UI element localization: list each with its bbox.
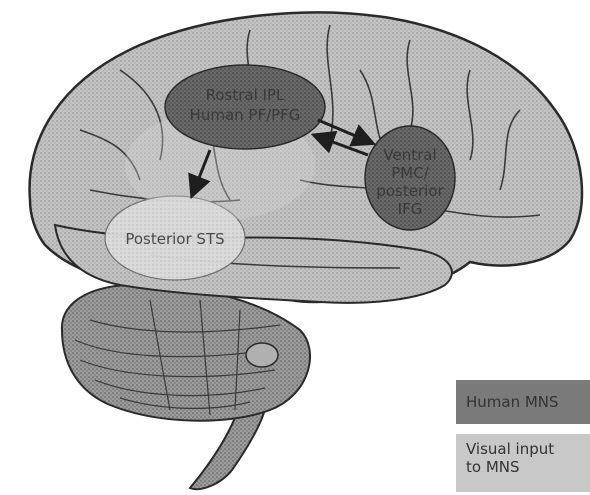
label-ifg: IFG (398, 200, 423, 218)
pons (246, 343, 278, 367)
legend-visual-input-line1: Visual input (466, 440, 580, 458)
label-rostral-ipl: Rostral IPL (206, 86, 285, 104)
legend-visual-input-line2: to MNS (466, 458, 580, 476)
label-posterior-sts: Posterior STS (125, 230, 224, 248)
legend-human-mns-label: Human MNS (466, 393, 559, 411)
legend-human-mns: Human MNS (456, 380, 590, 424)
label-pmc: PMC/ (391, 164, 429, 182)
label-posterior: posterior (376, 182, 444, 200)
legend-visual-input: Visual input to MNS (456, 434, 590, 492)
label-ventral: Ventral (383, 146, 436, 164)
label-human-pf-pfg: Human PF/PFG (190, 106, 301, 124)
